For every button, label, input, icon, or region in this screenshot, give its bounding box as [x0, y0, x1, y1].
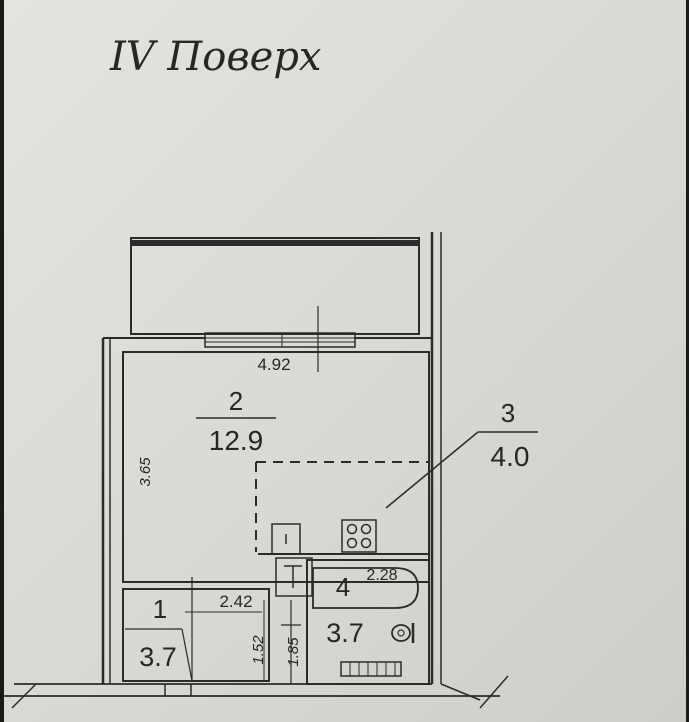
room-3-leader	[385, 431, 479, 509]
sink-icon	[271, 523, 301, 555]
room-1	[122, 577, 270, 682]
hall-width-dimension: 2.42	[219, 592, 252, 611]
room-4-number: 4	[336, 572, 350, 602]
room-4-area: 3.7	[326, 618, 364, 648]
room-2-height-dimension: 3.65	[137, 457, 154, 487]
room-2	[122, 351, 430, 583]
room-3-number: 3	[501, 398, 515, 428]
washbasin-icon	[391, 624, 411, 642]
hall-depth-dimension: 1.52	[250, 635, 267, 665]
stove-icon	[341, 519, 377, 553]
room-3-area: 4.0	[491, 441, 530, 472]
room-2-number: 2	[229, 386, 243, 416]
photo-edge-right	[686, 0, 689, 722]
bath-width-dimension: 2.28	[366, 567, 397, 584]
exterior-walls	[101, 232, 481, 701]
kitchen-zone	[255, 461, 429, 555]
room-2-area: 12.9	[209, 425, 264, 456]
toilet-icon	[275, 557, 313, 597]
section-line	[4, 675, 509, 709]
floor-title: IV Поверх	[109, 34, 321, 80]
balcony	[130, 237, 420, 335]
balcony-dimension: 4.92	[257, 355, 290, 374]
bathtub-icon	[312, 567, 419, 609]
room-1-area: 3.7	[139, 642, 177, 672]
bath-depth-dimension: 1.85	[285, 637, 302, 667]
room-1-number: 1	[153, 594, 167, 624]
photo-edge-left	[0, 0, 4, 722]
balcony-window	[204, 306, 356, 372]
radiator-icon	[340, 661, 402, 677]
